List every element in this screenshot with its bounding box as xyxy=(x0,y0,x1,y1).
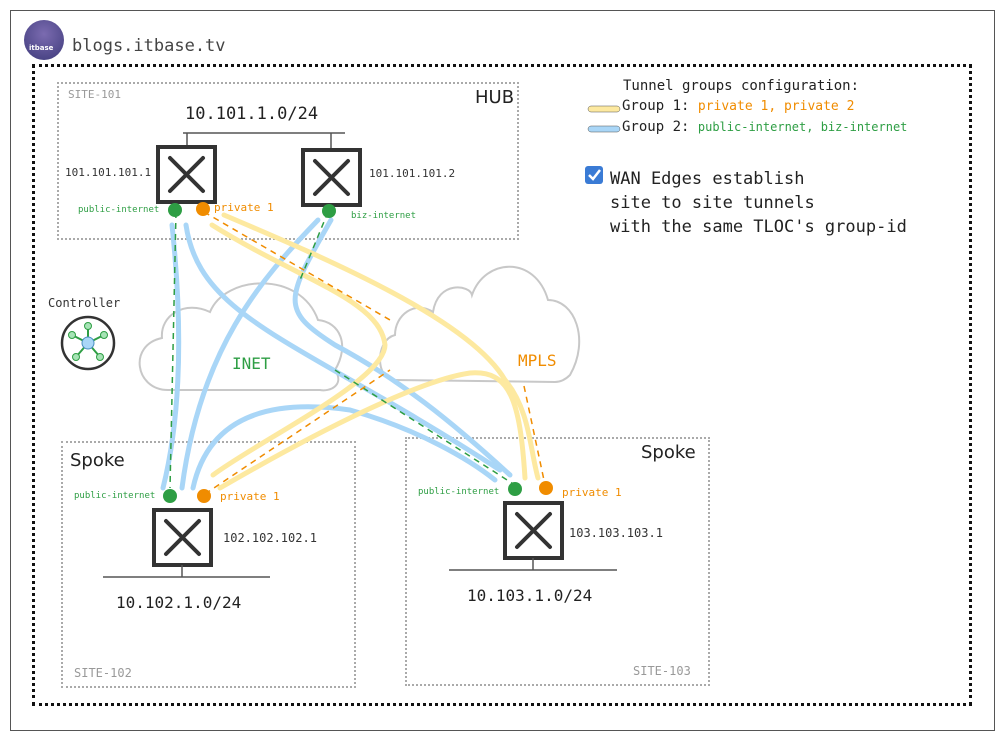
check-mark-icon xyxy=(588,169,601,181)
spoke102-subnet: 10.102.1.0/24 xyxy=(116,593,242,612)
legend-title: Tunnel groups configuration: xyxy=(623,78,860,94)
group1-swatch xyxy=(587,105,621,113)
router-x-icons xyxy=(164,156,552,556)
hub-tloc-private: private 1 xyxy=(214,201,274,214)
note-text: WAN Edges establish site to site tunnels… xyxy=(610,167,907,239)
hub-router2-ip: 101.101.101.2 xyxy=(369,167,456,180)
brand-label: blogs.itbase.tv xyxy=(72,36,226,56)
tloc-links xyxy=(169,211,546,495)
site-103-box xyxy=(405,437,710,686)
note-line-3: with the same TLOC's group-id xyxy=(610,217,907,237)
hub-lan xyxy=(183,132,345,149)
checkbox-icon xyxy=(585,166,603,184)
group2-label: Group 2: xyxy=(622,119,690,135)
site-103-id: SITE-103 xyxy=(633,664,691,678)
group1-members: private 1, private 2 xyxy=(697,99,855,114)
hub-role: HUB xyxy=(475,87,515,108)
legend-group1: Group 1: private 1, private 2 xyxy=(622,98,854,114)
hub-router1-ip: 101.101.101.1 xyxy=(65,166,152,179)
group1-label: Group 1: xyxy=(622,98,690,114)
spoke-lans xyxy=(103,558,617,578)
spoke103-tloc-private: private 1 xyxy=(562,486,622,499)
diagram-boundary xyxy=(32,64,972,706)
group2-swatch xyxy=(587,125,621,133)
note-line-2: site to site tunnels xyxy=(610,193,815,213)
mpls-label: MPLS xyxy=(518,351,557,370)
group1-tunnels xyxy=(209,212,541,491)
spoke103-ip: 103.103.103.1 xyxy=(569,526,663,540)
spoke102-ip: 102.102.102.1 xyxy=(223,531,317,545)
site-101-box xyxy=(57,82,519,240)
spoke103-subnet: 10.103.1.0/24 xyxy=(467,586,593,605)
spoke102-tloc-private: private 1 xyxy=(220,490,280,503)
canvas-frame xyxy=(10,10,995,731)
mpls-cloud xyxy=(379,265,581,384)
site-102-id: SITE-102 xyxy=(74,666,132,680)
site-101-id: SITE-101 xyxy=(68,88,121,101)
controller-label: Controller xyxy=(48,296,121,310)
legend-group2: Group 2: public-internet, biz-internet xyxy=(622,119,907,135)
logo-text: itbase xyxy=(29,44,54,52)
note-line-1: WAN Edges establish xyxy=(610,169,805,189)
itbase-logo: itbase xyxy=(24,20,64,60)
site-102-box xyxy=(61,441,356,688)
inet-cloud xyxy=(138,282,344,392)
tloc-dots xyxy=(163,202,553,503)
hub-tloc-biz: biz-internet xyxy=(351,211,417,221)
hub-subnet: 10.101.1.0/24 xyxy=(185,104,319,124)
group2-members: public-internet, biz-internet xyxy=(697,120,908,134)
hub-tloc-public: public-internet xyxy=(78,205,160,215)
spoke103-role: Spoke xyxy=(641,442,696,463)
spoke102-role: Spoke xyxy=(70,450,125,471)
spoke103-tloc-public: public-internet xyxy=(418,487,500,497)
controller-icon xyxy=(60,315,116,371)
spoke102-tloc-public: public-internet xyxy=(74,491,156,501)
inet-label: INET xyxy=(232,354,271,373)
